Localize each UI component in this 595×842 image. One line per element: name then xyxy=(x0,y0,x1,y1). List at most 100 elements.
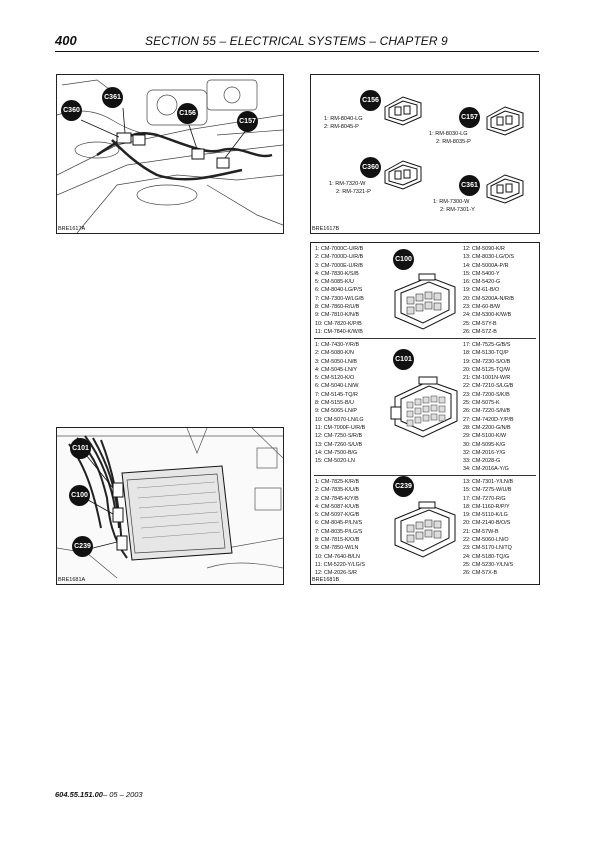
pin-row: 6: CM-8040-LG/P/S xyxy=(315,287,363,294)
pin-row: 13: CM-7301-Y/LN/B xyxy=(463,479,514,485)
pin-row: 22: CM-5060-LN/O xyxy=(463,537,509,544)
connector-c239-drawing xyxy=(394,501,456,558)
wire-label: 1: RM-7320-W xyxy=(329,181,366,187)
pin-row: 24: CM-5300-K/W/B xyxy=(463,312,512,319)
wire-label: 2: RM-7301-Y xyxy=(440,207,475,213)
pin-row: 7: CM-7300-W/LG/B xyxy=(315,295,364,302)
callout-c360: C360 xyxy=(360,157,381,178)
pin-row: 10: CM-7820-K/P/B xyxy=(315,320,362,327)
connector-c100-drawing xyxy=(394,273,456,330)
connector-c157-drawing xyxy=(486,106,524,136)
pin-row: 13: CM-8030-LG/O/S xyxy=(463,254,514,261)
header-rule xyxy=(55,51,539,52)
figure-code: BRE1681A xyxy=(58,577,86,583)
divider xyxy=(314,338,536,339)
pin-row: 6: CM-8045-P/LN/S xyxy=(315,520,363,527)
wire-label: 1: RM-8030-LG xyxy=(429,131,468,137)
callout-c156: C156 xyxy=(360,90,381,111)
pin-row: 8: CM-7860-R/U/B xyxy=(315,304,360,311)
pin-row: 8: CM-7815-K/O/B xyxy=(315,537,360,544)
figure-two-pin-connectors: C156 1: RM-8040-LG 2: RM-8045-P C157 1: … xyxy=(310,74,540,234)
ecu-photo-illustration xyxy=(57,428,283,584)
pin-row: 30: CM-5095-K/G xyxy=(463,441,506,448)
pin-row: 20: CM-5200A-N/R/B xyxy=(463,295,514,302)
pin-row: 25: CM-5230-Y/LN/S xyxy=(463,561,514,568)
pin-row: 2: CM-5080-K/N xyxy=(315,350,354,357)
connector-c360-drawing xyxy=(384,160,422,190)
pin-row: 15: CM-5020-LN xyxy=(315,458,355,465)
wire-label: 2: RM-7321-P xyxy=(336,189,371,195)
callout-c156: C156 xyxy=(177,103,198,124)
c101-pins-right: 17: CM-7525-G/B/S 18: CM-5130-TQ/P 19: C… xyxy=(463,341,514,474)
pin-row: 2: CM-7835-K/U/B xyxy=(315,487,360,494)
pin-row: 17: CM-7270-R/G xyxy=(463,495,506,502)
pin-row: 21: CM-1001N-W/R xyxy=(463,375,511,382)
pin-row: 10: CM-7640-B/LN xyxy=(315,553,360,560)
pin-row: 1: CM-7000C-U/R/B xyxy=(315,246,364,252)
pin-row: 26: CM-57X-B xyxy=(463,570,498,577)
callout-c101: C101 xyxy=(393,349,414,370)
pin-row: 18: CM-1160-R/P/Y xyxy=(463,503,510,510)
pin-row: 1: CM-7430-Y/R/B xyxy=(315,342,360,348)
callout-c157: C157 xyxy=(237,111,258,132)
pin-row: 7: CM-5145-TQ/R xyxy=(315,391,358,398)
pin-row: 23: CM-7200-S/K/B xyxy=(463,391,510,398)
pin-row: 10: CM-5070-LN/LG xyxy=(315,416,364,423)
pin-row: 32: CM-2016-Y/G xyxy=(463,449,506,456)
callout-c100: C100 xyxy=(69,485,90,506)
pin-row: 26: CM-7220-S/N/B xyxy=(463,408,511,415)
wire-label: 2: RM-8035-P xyxy=(436,139,471,145)
pin-row: 4: CM-7830-K/S/B xyxy=(315,270,359,277)
pin-row: 7: CM-8035-P/LG/S xyxy=(315,528,363,535)
pin-row: 4: CM-5045-LN/Y xyxy=(315,366,357,373)
pin-row: 15: CM-7275-W/U/B xyxy=(463,487,512,494)
pin-row: 11: CM-7000F-U/R/B xyxy=(315,424,366,431)
connector-c361-drawing xyxy=(486,174,524,204)
divider xyxy=(314,475,536,476)
pin-row: 3: CM-7845-K/Y/B xyxy=(315,495,359,502)
c101-pins-left: 1: CM-7430-Y/R/B 2: CM-5080-K/N 3: CM-50… xyxy=(315,341,365,465)
pin-row: 16: CM-5420-G xyxy=(463,279,501,286)
pin-row: 9: CM-7810-K/N/B xyxy=(315,312,360,319)
pin-row: 2: CM-7000D-U/R/B xyxy=(315,254,364,261)
pin-row: 25: CM-5075-K xyxy=(463,400,500,407)
pin-row: 12: CM-5090-K/R xyxy=(463,246,505,252)
footer-date: – 05 – 2003 xyxy=(102,790,143,799)
pin-row: 26: CM-57Z-B xyxy=(463,328,497,335)
figure-ecu-connector-pinouts: 1: CM-7000C-U/R/B 2: CM-7000D-U/R/B 3: C… xyxy=(310,242,540,585)
pin-row: 19: CM-5110-K/LG xyxy=(463,512,508,519)
callout-c239: C239 xyxy=(72,536,93,557)
pin-row: 23: CM-60-B/W xyxy=(463,304,501,311)
c100-pins-right: 12: CM-5090-K/R 13: CM-8030-LG/O/S 14: C… xyxy=(463,245,514,336)
pin-row: 5: CM-5097-K/G/B xyxy=(315,512,360,519)
callout-c239: C239 xyxy=(393,476,414,497)
pin-row: 3: CM-5050-LN/B xyxy=(315,358,357,365)
engine-photo-illustration xyxy=(57,79,283,233)
pin-row: 11: CM-7840-K/W/B xyxy=(315,328,363,335)
pin-row: 27: CM-7420D-Y/P/B xyxy=(463,416,514,423)
wire-label: 1: RM-8040-LG xyxy=(324,116,363,122)
figure-code: BRE1681B xyxy=(312,577,340,583)
pin-row: 17: CM-7525-G/B/S xyxy=(463,342,511,348)
pin-row: 28: CM-2200-G/N/B xyxy=(463,424,511,431)
callout-c100: C100 xyxy=(393,249,414,270)
pin-row: 6: CM-5040-LN/W xyxy=(315,383,359,390)
callout-c361: C361 xyxy=(459,175,480,196)
c100-pins-left: 1: CM-7000C-U/R/B 2: CM-7000D-U/R/B 3: C… xyxy=(315,245,364,336)
pin-row: 20: CM-2140-B/O/S xyxy=(463,520,511,527)
page-number: 400 xyxy=(55,33,77,48)
pin-row: 9: CM-5065-LN/P xyxy=(315,408,357,415)
wire-label: 2: RM-8045-P xyxy=(324,124,359,130)
c239-pins-left: 1: CM-7825-K/R/B 2: CM-7835-K/U/B 3: CM-… xyxy=(315,478,365,578)
pin-row: 19: CM-61-B/O xyxy=(463,287,500,294)
figure-code: BRE1617B xyxy=(312,226,340,232)
pin-row: 5: CM-5120-K/O xyxy=(315,375,355,382)
footer-doc-number: 604.55.151.00 xyxy=(55,790,103,799)
wire-label: 1: RM-7300-W xyxy=(433,199,470,205)
pin-row: 12: CM-2026-S/R xyxy=(315,570,357,577)
pin-row: 12: CM-7250-S/R/B xyxy=(315,433,363,440)
figure-engine-harness: C361 C360 C156 C157 BRE1617A xyxy=(56,74,284,234)
callout-c361: C361 xyxy=(102,87,123,108)
figure-code: BRE1617A xyxy=(58,226,86,232)
pin-row: 8: CM-5155-B/U xyxy=(315,400,354,407)
